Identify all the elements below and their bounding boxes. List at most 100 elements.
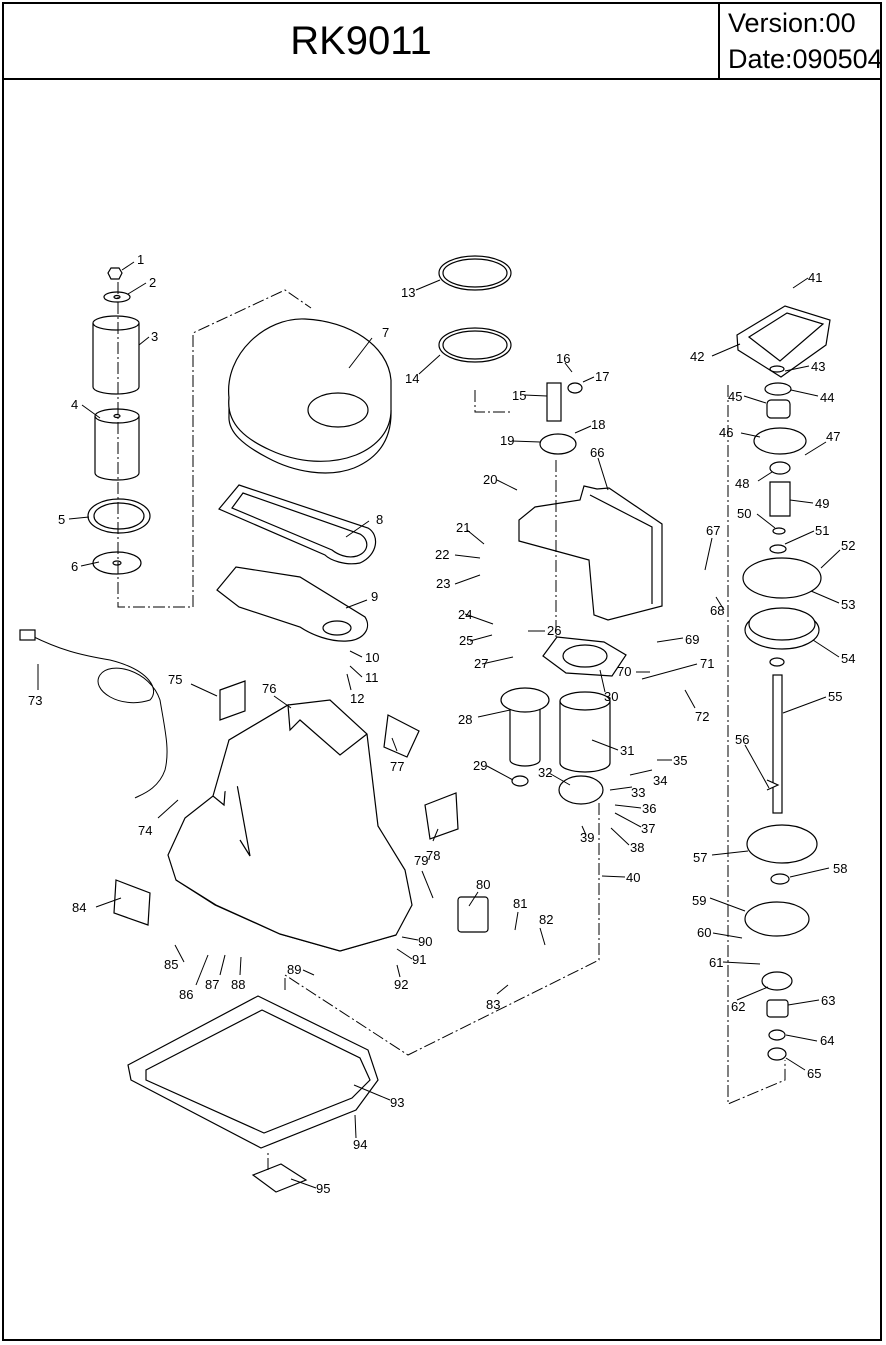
part-label: 9 bbox=[371, 589, 378, 604]
part-label: 65 bbox=[807, 1066, 821, 1081]
model-title: RK9011 bbox=[4, 4, 720, 78]
part-label: 17 bbox=[595, 369, 609, 384]
part-label: 72 bbox=[695, 709, 709, 724]
part-label: 4 bbox=[71, 397, 78, 412]
part-label: 88 bbox=[231, 977, 245, 992]
part-label: 12 bbox=[350, 691, 364, 706]
part-label: 49 bbox=[815, 496, 829, 511]
part-label: 5 bbox=[58, 512, 65, 527]
part-label: 13 bbox=[401, 285, 415, 300]
part-label: 59 bbox=[692, 893, 706, 908]
part-label: 67 bbox=[706, 523, 720, 538]
part-label: 70 bbox=[617, 664, 631, 679]
part-label: 35 bbox=[673, 753, 687, 768]
part-label: 85 bbox=[164, 957, 178, 972]
part-label: 89 bbox=[287, 962, 301, 977]
part-label: 44 bbox=[820, 390, 834, 405]
part-label: 55 bbox=[828, 689, 842, 704]
part-label: 7 bbox=[382, 325, 389, 340]
part-label: 71 bbox=[700, 656, 714, 671]
part-label: 3 bbox=[151, 329, 158, 344]
part-label: 90 bbox=[418, 934, 432, 949]
part-label: 16 bbox=[556, 351, 570, 366]
part-label: 11 bbox=[365, 670, 379, 685]
part-label: 31 bbox=[620, 743, 634, 758]
part-label: 61 bbox=[709, 955, 723, 970]
part-label: 54 bbox=[841, 651, 855, 666]
part-label: 37 bbox=[641, 821, 655, 836]
part-label: 21 bbox=[456, 520, 470, 535]
part-label: 22 bbox=[435, 547, 449, 562]
part-label: 47 bbox=[826, 429, 840, 444]
title-block: RK9011 Version:00 Date:090504 bbox=[4, 4, 883, 80]
part-label: 2 bbox=[149, 275, 156, 290]
part-label: 1 bbox=[137, 252, 144, 267]
part-label: 77 bbox=[390, 759, 404, 774]
part-label: 38 bbox=[630, 840, 644, 855]
part-label: 92 bbox=[394, 977, 408, 992]
part-label: 73 bbox=[28, 693, 42, 708]
part-label: 75 bbox=[168, 672, 182, 687]
part-label: 18 bbox=[591, 417, 605, 432]
part-label: 66 bbox=[590, 445, 604, 460]
part-label: 48 bbox=[735, 476, 749, 491]
part-label: 36 bbox=[642, 801, 656, 816]
part-label: 62 bbox=[731, 999, 745, 1014]
part-label: 39 bbox=[580, 830, 594, 845]
part-label: 76 bbox=[262, 681, 276, 696]
part-label: 87 bbox=[205, 977, 219, 992]
part-label: 34 bbox=[653, 773, 667, 788]
part-label: 58 bbox=[833, 861, 847, 876]
callout-leaders bbox=[37, 261, 841, 1189]
part-label: 74 bbox=[138, 823, 152, 838]
part-number-callouts: 1 2 3 4 5 6 7 8 9 10 11 12 13 14 15 16 1… bbox=[28, 252, 855, 1196]
part-label: 43 bbox=[811, 359, 825, 374]
version-label: Version:00 bbox=[728, 8, 856, 38]
part-label: 79 bbox=[414, 853, 428, 868]
date-label: Date:090504 bbox=[728, 44, 883, 74]
part-label: 81 bbox=[513, 896, 527, 911]
part-label: 56 bbox=[735, 732, 749, 747]
part-label: 51 bbox=[815, 523, 829, 538]
part-label: 64 bbox=[820, 1033, 834, 1048]
part-label: 69 bbox=[685, 632, 699, 647]
part-label: 50 bbox=[737, 506, 751, 521]
part-label: 78 bbox=[426, 848, 440, 863]
part-label: 68 bbox=[710, 603, 724, 618]
part-label: 15 bbox=[512, 388, 526, 403]
part-label: 91 bbox=[412, 952, 426, 967]
part-label: 32 bbox=[538, 765, 552, 780]
part-label: 46 bbox=[719, 425, 733, 440]
part-label: 19 bbox=[500, 433, 514, 448]
part-label: 83 bbox=[486, 997, 500, 1012]
part-label: 93 bbox=[390, 1095, 404, 1110]
part-label: 23 bbox=[436, 576, 450, 591]
part-label: 63 bbox=[821, 993, 835, 1008]
part-label: 14 bbox=[405, 371, 419, 386]
part-label: 52 bbox=[841, 538, 855, 553]
part-label: 53 bbox=[841, 597, 855, 612]
part-label: 60 bbox=[697, 925, 711, 940]
part-label: 95 bbox=[316, 1181, 330, 1196]
part-label: 57 bbox=[693, 850, 707, 865]
part-label: 80 bbox=[476, 877, 490, 892]
part-label: 82 bbox=[539, 912, 553, 927]
part-label: 40 bbox=[626, 870, 640, 885]
part-label: 33 bbox=[631, 785, 645, 800]
part-label: 30 bbox=[604, 689, 618, 704]
part-label: 86 bbox=[179, 987, 193, 1002]
part-label: 6 bbox=[71, 559, 78, 574]
part-label: 27 bbox=[474, 656, 488, 671]
part-label: 26 bbox=[547, 623, 561, 638]
part-label: 25 bbox=[459, 633, 473, 648]
part-label: 8 bbox=[376, 512, 383, 527]
part-label: 10 bbox=[365, 650, 379, 665]
part-label: 45 bbox=[728, 389, 742, 404]
parts-artwork bbox=[19, 255, 831, 1193]
part-label: 28 bbox=[458, 712, 472, 727]
part-label: 24 bbox=[458, 607, 472, 622]
part-label: 29 bbox=[473, 758, 487, 773]
part-label: 20 bbox=[483, 472, 497, 487]
